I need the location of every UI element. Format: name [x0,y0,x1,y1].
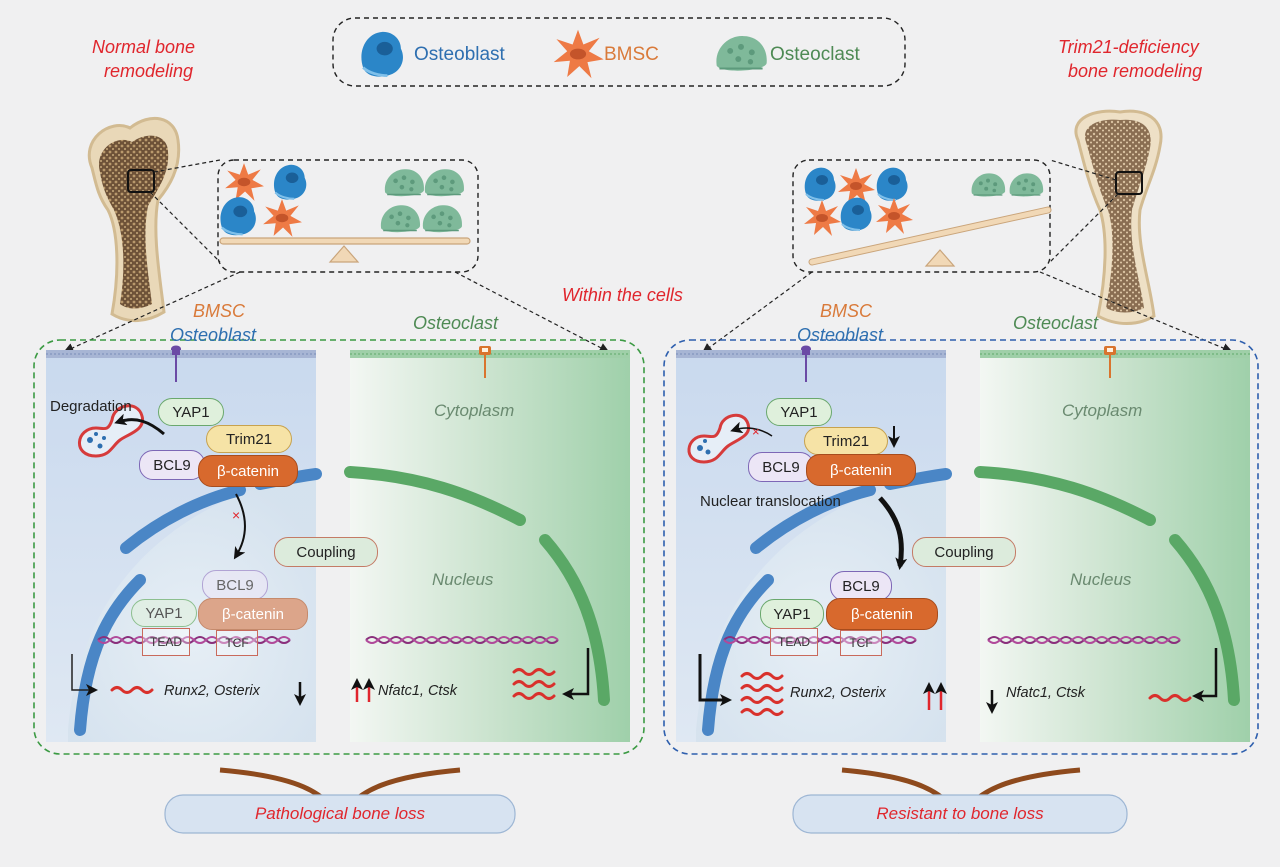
right-coupling-label: Coupling [912,537,1016,567]
right-condition-title-line2: bone remodeling [1068,61,1203,81]
right-trim21-protein: Trim21 [804,427,888,455]
legend-osteoblast-label: Osteoblast [414,44,505,65]
left-tcf-box: TCF [216,630,258,656]
svg-text:×: × [752,424,760,439]
right-nuclear-translocation-label: Nuclear translocation [700,493,841,510]
legend-osteoclast-label: Osteoclast [770,44,860,65]
right-condition-title-line1: Trim21-deficiency [1058,37,1199,57]
right-nuclear-beta-catenin: β-catenin [826,598,938,630]
right-nuclear-yap1: YAP1 [760,599,824,629]
bmsc-cell-icon [553,29,604,79]
right-beta-catenin-protein: β-catenin [806,454,916,486]
right-osteoclast-label: Osteoclast [1013,313,1099,333]
right-osteoblast-label: Osteoblast [797,325,884,345]
left-nuclear-bcl9: BCL9 [202,570,268,600]
right-nuclear-bcl9: BCL9 [830,571,892,601]
left-outcome-label: Pathological bone loss [254,804,426,823]
right-osteoblast-genes: Runx2, Osterix [790,685,886,701]
left-condition-title-line1: Normal bone [92,37,196,57]
left-degradation-label: Degradation [50,398,132,415]
osteoclast-cell-icon [715,34,768,72]
right-tcf-box: TCF [840,630,882,656]
left-coupling-label: Coupling [274,537,378,567]
svg-text:×: × [232,507,240,523]
left-beta-catenin-protein: β-catenin [198,455,298,487]
within-cells-label: Within the cells [562,285,683,305]
osteoblast-cell-icon [360,30,405,78]
left-yap1-protein: YAP1 [158,398,224,426]
right-cytoplasm-label: Cytoplasm [1062,401,1143,420]
right-nucleus-label: Nucleus [1070,570,1132,589]
left-trim21-protein: Trim21 [206,425,292,453]
left-bcl9-protein: BCL9 [139,450,205,480]
left-condition-title-line2: remodeling [104,61,194,81]
legend-bmsc-label: BMSC [604,44,659,65]
right-osteoclast-genes: Nfatc1, Ctsk [1006,685,1085,701]
left-osteoclast-genes: Nfatc1, Ctsk [378,683,457,699]
left-nucleus-label: Nucleus [432,570,494,589]
femur-trim21-deficient-icon [1074,109,1163,325]
left-cytoplasm-label: Cytoplasm [434,401,515,420]
left-nuclear-yap1: YAP1 [131,599,197,627]
left-osteoblast-label: Osteoblast [170,325,257,345]
right-bmsc-label: BMSC [820,301,873,321]
right-bcl9-protein: BCL9 [748,452,814,482]
left-tead-box: TEAD [142,628,190,656]
left-nuclear-beta-catenin: β-catenin [198,598,308,630]
right-outcome-label: Resistant to bone loss [876,804,1044,823]
right-yap1-protein: YAP1 [766,398,832,426]
femur-normal-icon [87,117,181,322]
left-bmsc-label: BMSC [193,301,246,321]
right-tead-box: TEAD [770,628,818,656]
left-osteoclast-label: Osteoclast [413,313,499,333]
left-osteoblast-genes: Runx2, Osterix [164,683,260,699]
